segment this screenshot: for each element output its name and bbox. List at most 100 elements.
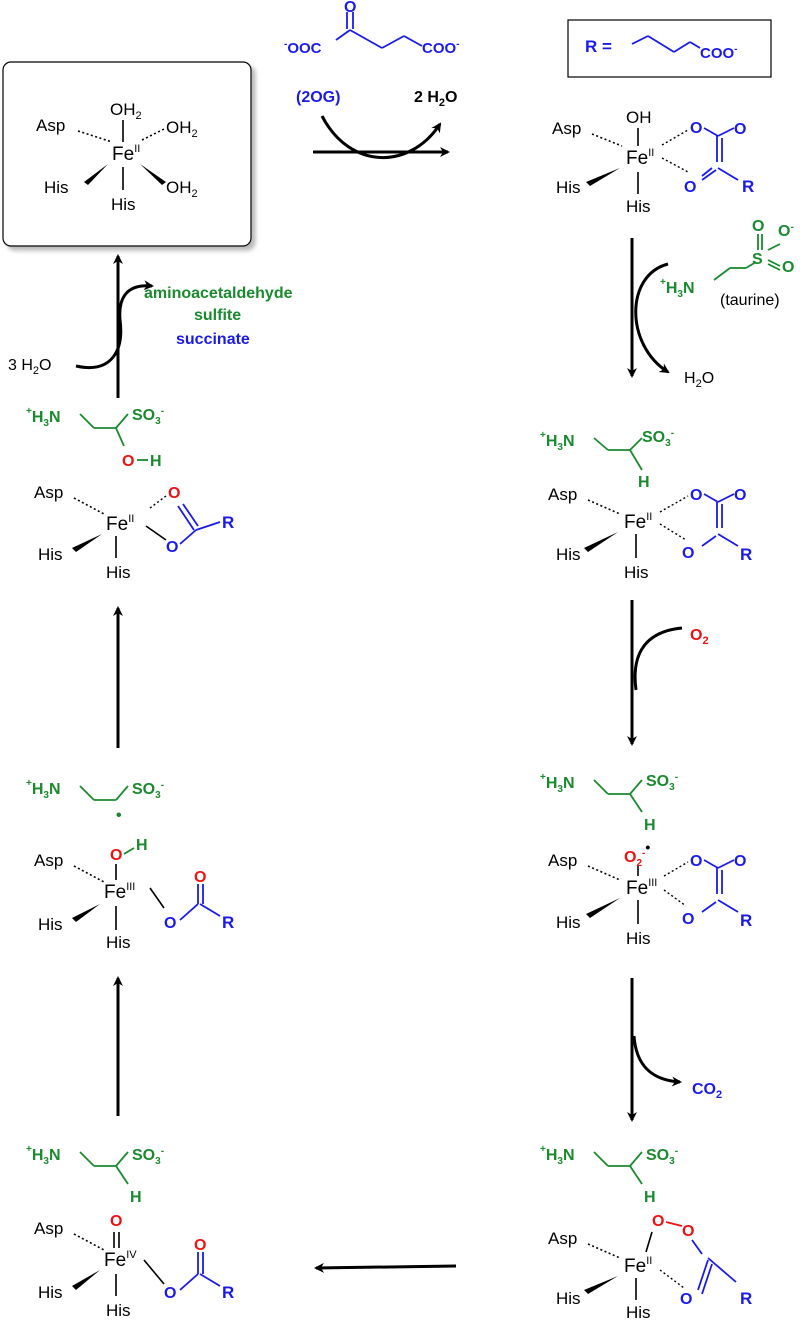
- svg-text:His: His: [626, 197, 651, 216]
- svg-text:FeIII: FeIII: [626, 877, 657, 899]
- svg-text:R: R: [222, 1283, 234, 1302]
- svg-text:SO3-: SO3-: [646, 772, 678, 793]
- svg-text:R: R: [740, 1289, 752, 1308]
- svg-text:FeIII: FeIII: [104, 881, 135, 903]
- svg-text:H2O: H2O: [684, 370, 714, 390]
- svg-text:O: O: [164, 915, 176, 932]
- svg-text:O: O: [684, 179, 696, 196]
- taurine-label: (taurine): [720, 292, 780, 309]
- svg-text:COO-: COO-: [422, 39, 460, 57]
- svg-text:O: O: [194, 869, 206, 886]
- svg-text:+H3N: +H3N: [660, 277, 695, 300]
- svg-text:+H3N: +H3N: [540, 430, 575, 453]
- resting-state-complex: Asp FeII OH2 OH2 His OH2 His: [2, 61, 252, 247]
- svg-text:FeII: FeII: [112, 143, 140, 165]
- bound-taurine-1: +H3N SO3- H: [540, 428, 674, 491]
- svg-text:OH2: OH2: [166, 178, 198, 200]
- svg-text:O: O: [194, 1237, 206, 1254]
- svg-text:His: His: [556, 913, 581, 932]
- fe3-hydroxo-complex: Asp O H FeIII O O R His His: [34, 837, 234, 952]
- bound-taurine-2: +H3N SO3- H: [540, 772, 678, 834]
- svg-text:O: O: [690, 487, 702, 504]
- svg-text:O: O: [734, 487, 746, 504]
- svg-text:O2-•: O2-•: [624, 839, 650, 869]
- svg-text:SO3-: SO3-: [646, 1146, 678, 1167]
- svg-text:S: S: [752, 251, 763, 268]
- fe3-superoxo-complex: Asp O2-• FeIII O O O R His His: [548, 839, 752, 948]
- svg-text:His: His: [556, 545, 581, 564]
- svg-text:O: O: [110, 847, 122, 864]
- svg-text:H: H: [150, 453, 162, 470]
- svg-text:SO3-: SO3-: [132, 406, 164, 427]
- svg-text:Asp: Asp: [552, 119, 581, 138]
- svg-text:O: O: [682, 545, 694, 562]
- svg-text:FeII: FeII: [106, 513, 134, 535]
- svg-text:H: H: [638, 474, 650, 491]
- svg-text:R: R: [740, 911, 752, 930]
- svg-text:FeIV: FeIV: [104, 1249, 137, 1271]
- taurine-structure: +H3N S O O- O (taurine): [660, 218, 794, 309]
- svg-text:His: His: [106, 563, 131, 582]
- svg-text:SO3-: SO3-: [132, 1146, 164, 1167]
- svg-text:O: O: [690, 120, 702, 137]
- arrow-product-release: 3 H2O aminoacetaldehyde sulfite succinat…: [8, 254, 293, 398]
- svg-text:Asp: Asp: [36, 116, 65, 135]
- water-released-label: 2 H2O: [414, 89, 457, 109]
- svg-text:His: His: [106, 1301, 131, 1320]
- product-succinate: succinate: [176, 331, 250, 348]
- svg-text:His: His: [38, 915, 63, 934]
- svg-text:O: O: [168, 485, 180, 502]
- arrow-oo-cleavage: [314, 1262, 457, 1273]
- svg-text:•: •: [116, 807, 122, 824]
- svg-text:H: H: [644, 817, 656, 834]
- product-aminoacetaldehyde: aminoacetaldehyde: [144, 285, 293, 302]
- svg-text:R: R: [740, 545, 752, 564]
- svg-text:CO2: CO2: [692, 1081, 722, 1101]
- arrow-o2-binding: O2: [627, 600, 709, 746]
- svg-text:Asp: Asp: [548, 485, 577, 504]
- fe2-succinate-complex: Asp FeII O O R His His: [34, 483, 234, 582]
- 2og-abbrev: (2OG): [296, 89, 340, 106]
- svg-text:His: His: [44, 178, 69, 197]
- svg-text:FeII: FeII: [624, 511, 652, 533]
- svg-text:O: O: [680, 1291, 692, 1308]
- svg-text:R: R: [742, 177, 754, 196]
- svg-text:OH: OH: [626, 108, 652, 127]
- svg-text:O: O: [166, 539, 178, 556]
- svg-text:+H3N: +H3N: [26, 1144, 61, 1167]
- svg-text:R: R: [222, 513, 234, 532]
- svg-text:O: O: [110, 1213, 122, 1230]
- svg-text:His: His: [111, 195, 136, 214]
- svg-text:His: His: [38, 1283, 63, 1302]
- svg-text:O: O: [682, 911, 694, 928]
- svg-text:His: His: [626, 1303, 651, 1320]
- svg-text:Asp: Asp: [34, 483, 63, 502]
- arrow-co2-release: CO2: [627, 978, 722, 1122]
- svg-text:O: O: [734, 853, 746, 870]
- svg-text:Asp: Asp: [548, 851, 577, 870]
- svg-text:+H3N: +H3N: [540, 772, 575, 795]
- fe2-substrate-complex: Asp FeII O O O R His His: [548, 485, 752, 582]
- bound-taurine-4: +H3N SO3- H: [26, 1144, 164, 1206]
- substrate-radical: +H3N SO3- •: [26, 778, 164, 824]
- arrow-taurine-binding: H2O: [627, 238, 714, 390]
- svg-text:O: O: [734, 121, 746, 138]
- arrow-2og-binding: [313, 115, 450, 159]
- svg-text:His: His: [556, 178, 581, 197]
- fe4-oxo-complex: Asp O FeIV O O R His His: [34, 1213, 234, 1320]
- svg-text:O: O: [652, 1213, 664, 1230]
- svg-text:3 H2O: 3 H2O: [8, 357, 51, 377]
- svg-text:+H3N: +H3N: [26, 778, 61, 801]
- svg-text:Asp: Asp: [34, 1219, 63, 1238]
- svg-text:H: H: [136, 837, 148, 854]
- bound-taurine-3: +H3N SO3- H: [540, 1144, 678, 1206]
- 2og-structure: O -OOC COO- (2OG): [284, 0, 460, 106]
- svg-text:His: His: [106, 933, 131, 952]
- fe2-peroxo-complex: Asp O O FeII O R His His: [548, 1213, 752, 1320]
- hydroxylated-taurine: +H3N SO3- O H: [26, 406, 164, 470]
- svg-text:-OOC: -OOC: [284, 39, 322, 57]
- svg-text:FeII: FeII: [626, 147, 654, 169]
- svg-text:O: O: [690, 853, 702, 870]
- svg-text:O-: O-: [778, 222, 794, 240]
